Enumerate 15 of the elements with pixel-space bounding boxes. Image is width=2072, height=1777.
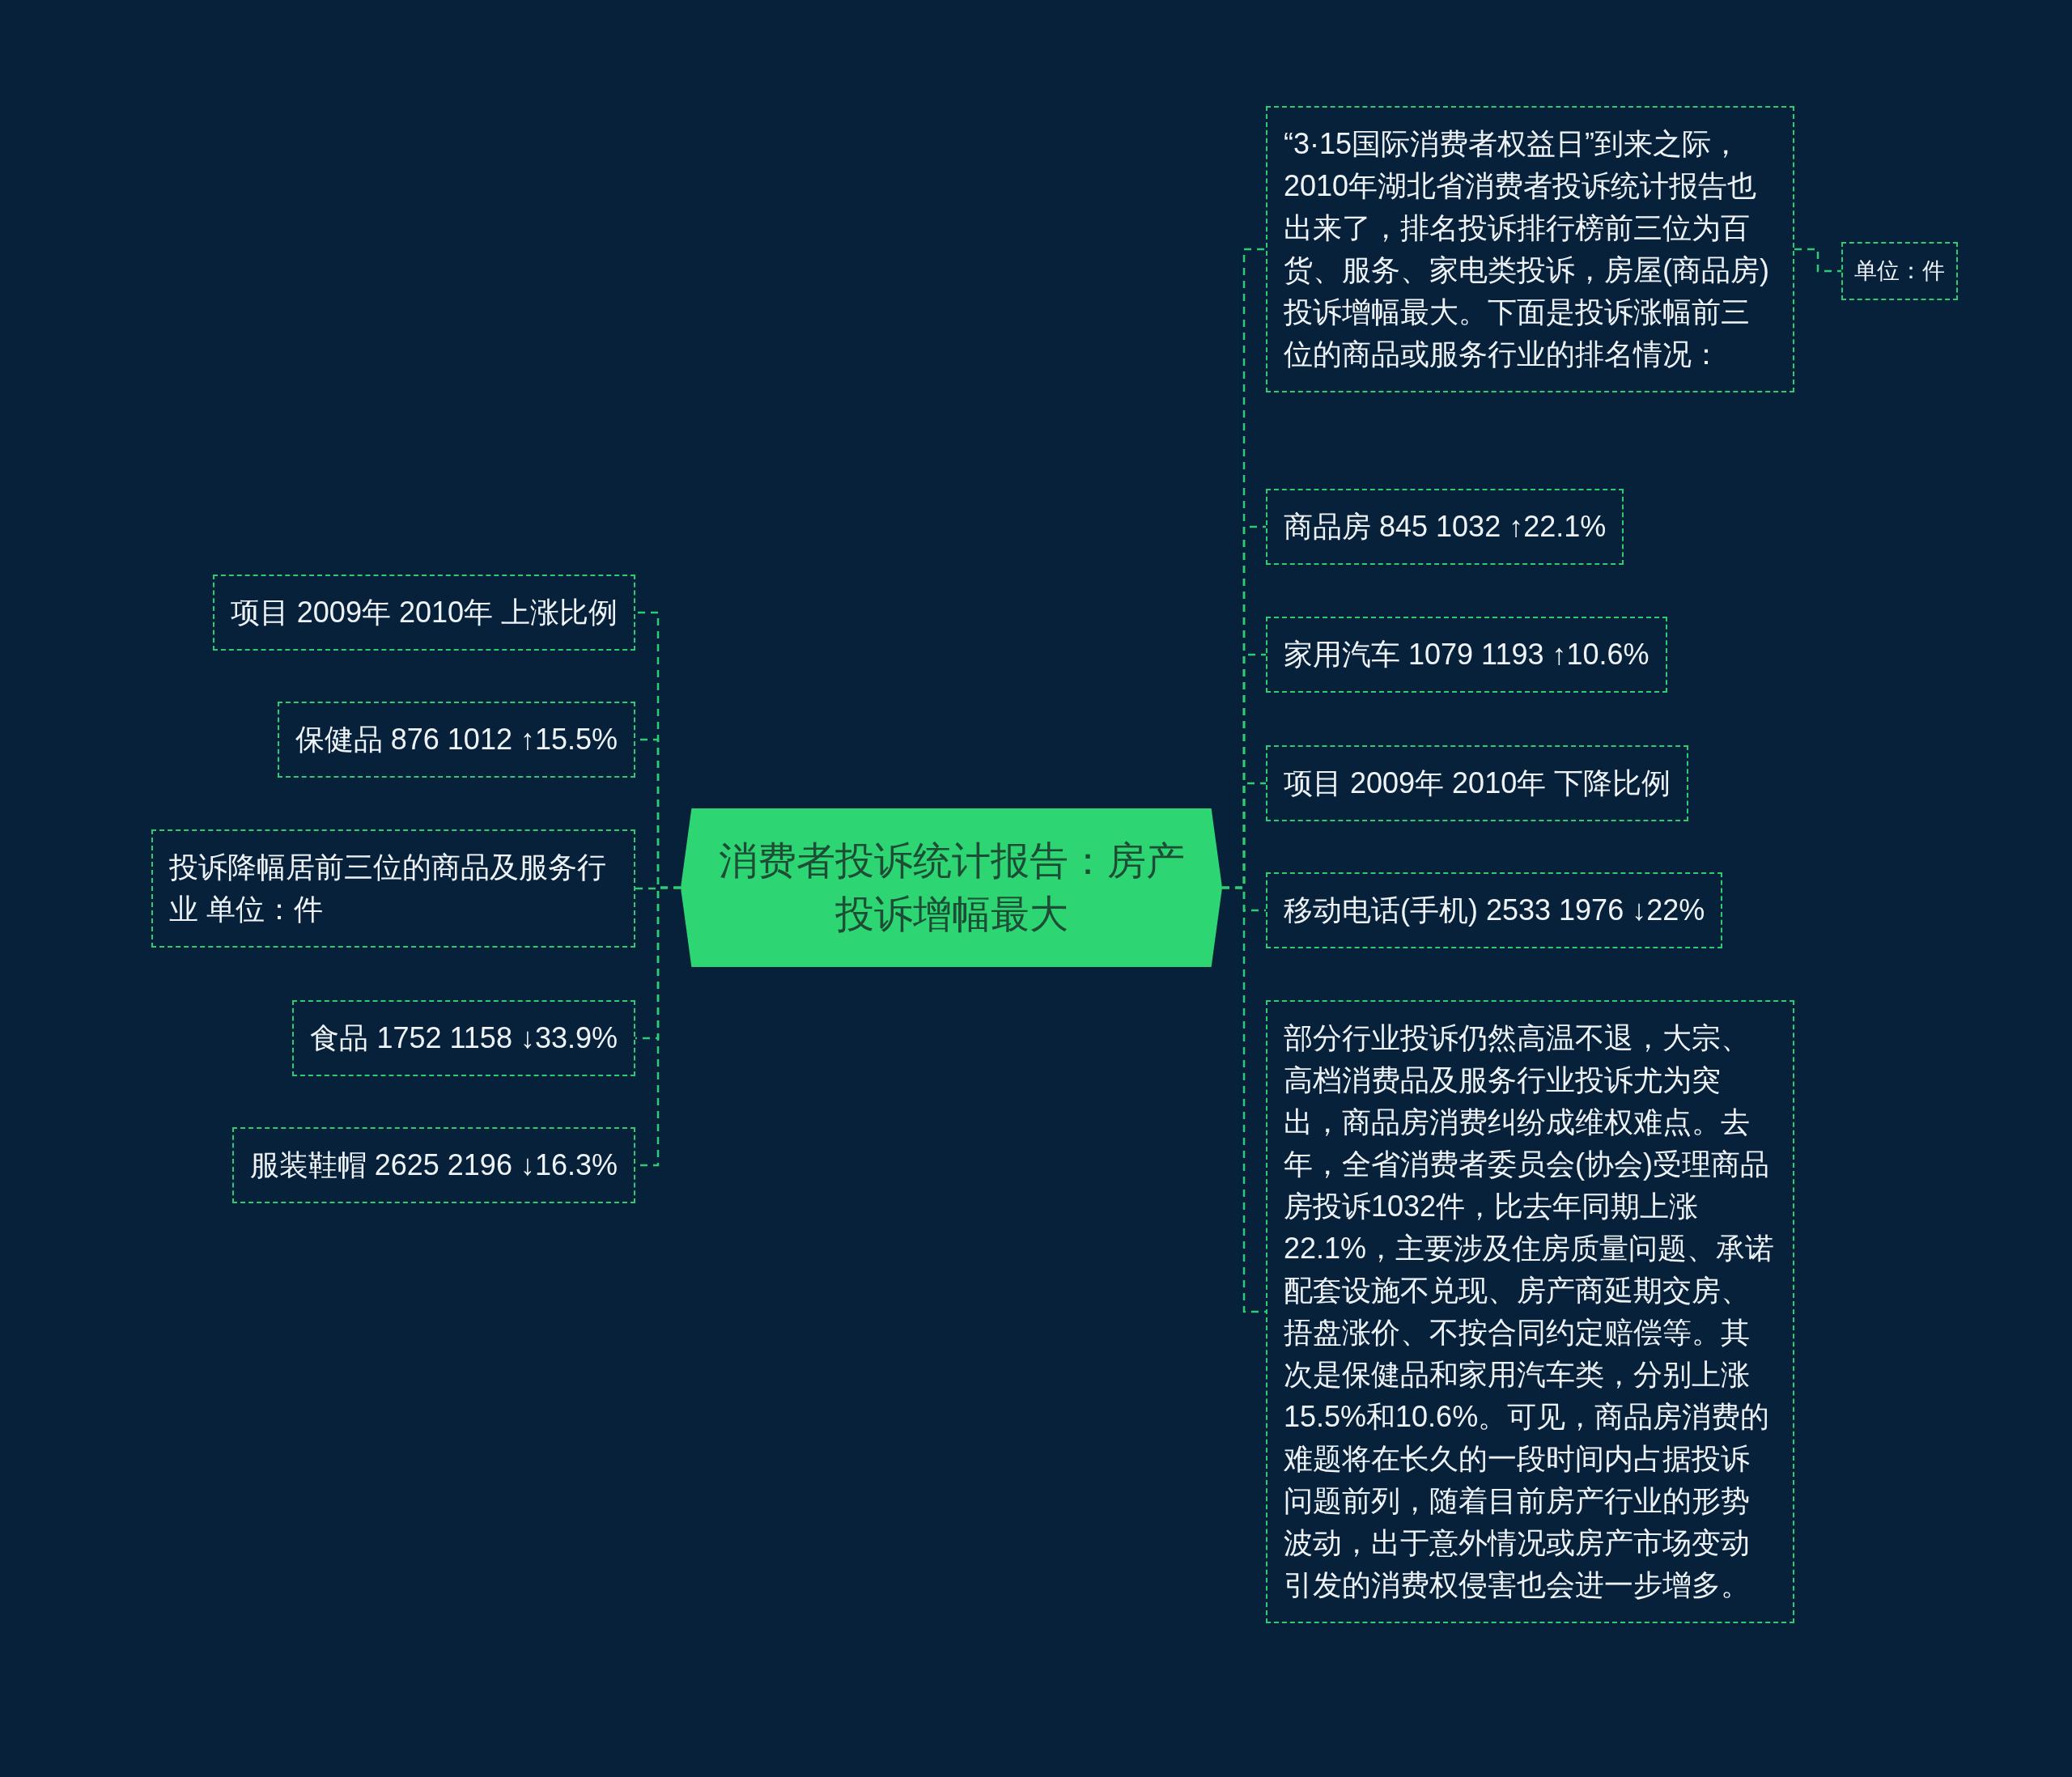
connector-line <box>1222 886 1266 1313</box>
topic-box: 保健品 876 1012 ↑15.5% <box>277 702 635 778</box>
connector-line <box>1794 248 1841 273</box>
topic-box: 单位：件 <box>1841 242 1958 300</box>
topic-box: 食品 1752 1158 ↓33.9% <box>292 1000 635 1076</box>
topic-box: 项目 2009年 2010年 上涨比例 <box>212 575 635 651</box>
topic-box: “3·15国际消费者权益日”到来之际，2010年湖北省消费者投诉统计报告也出来了，排名投诉排行榜前三位为百货、服务、家电类投诉，房屋(商品房)投诉增幅最大。下面是投诉涨幅前三位的商品或服务行业的排名情况： <box>1266 106 1794 392</box>
topic-box: 服装鞋帽 2625 2196 ↓16.3% <box>231 1127 635 1203</box>
topic-box: 项目 2009年 2010年 下降比例 <box>1266 745 1689 821</box>
central-topic: 消费者投诉统计报告：房产投诉增幅最大 <box>681 808 1222 967</box>
topic-box: 家用汽车 1079 1193 ↑10.6% <box>1266 617 1667 693</box>
topic-box: 移动电话(手机) 2533 1976 ↓22% <box>1266 872 1723 948</box>
topic-box: 商品房 845 1032 ↑22.1% <box>1266 489 1624 565</box>
topic-box: 部分行业投诉仍然高温不退，大宗、高档消费品及服务行业投诉尤为突出，商品房消费纠纷成维权难点。去年，全省消费者委员会(协会)受理商品房投诉1032件，比去年同期上涨22.1%，主要涉及住房质量问题、承诺配套设施不兑现、房产商延期交房、捂盘涨价、不按合同约定赔偿等。其次是保健品和家用汽车类，分别上涨15.5%和10.6%。可见，商品房消费的难题将在长久的一段时间内占据投诉问题前列，随着目前房产行业的形势波动，出于意外情况或房产市场变动引发的消费权侵害也会进一步增多。 <box>1266 1000 1794 1623</box>
topic-box: 投诉降幅居前三位的商品及服务行业 单位：件 <box>151 829 635 948</box>
